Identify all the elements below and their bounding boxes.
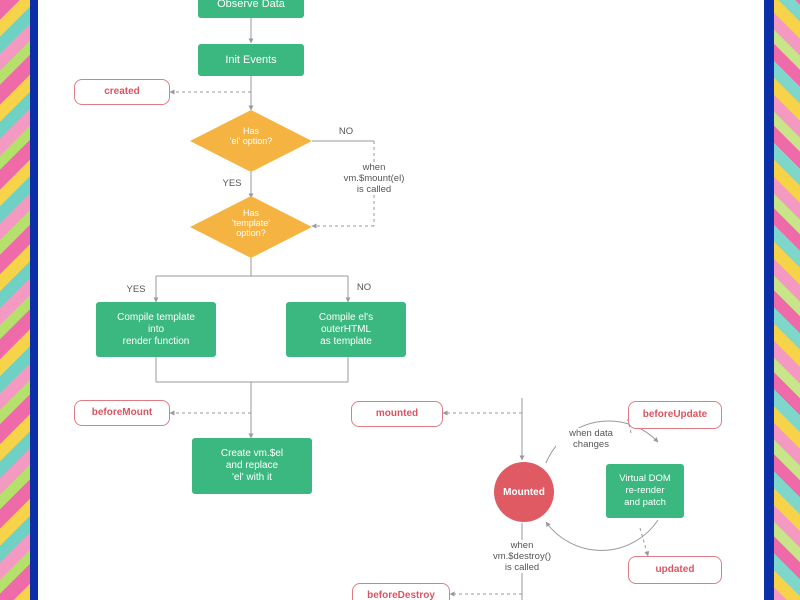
before-update-hook: beforeUpdate bbox=[628, 401, 722, 429]
before-destroy-hook: beforeDestroy bbox=[352, 583, 450, 600]
when-mount-label: when vm.$mount(el) is called bbox=[332, 162, 416, 195]
created-hook: created bbox=[74, 79, 170, 105]
before-mount-hook: beforeMount bbox=[74, 400, 170, 426]
no-label-1: NO bbox=[338, 126, 354, 137]
right-decorative-border bbox=[770, 0, 800, 600]
when-destroy-label: when vm.$destroy() is called bbox=[480, 540, 564, 573]
mounted-hook: mounted bbox=[351, 401, 443, 427]
create-el-box: Create vm.$el and replace 'el' with it bbox=[192, 438, 312, 494]
blue-frame: Observe Data Init Events created Has 'el… bbox=[30, 0, 774, 600]
virtual-dom-box: Virtual DOM re-render and patch bbox=[606, 464, 684, 518]
left-decorative-border bbox=[0, 0, 30, 600]
observe-data-box: Observe Data bbox=[198, 0, 304, 18]
has-template-decision: Has 'template' option? bbox=[232, 208, 270, 238]
has-el-decision: Has 'el' option? bbox=[229, 126, 273, 146]
yes-label-1: YES bbox=[222, 178, 242, 189]
compile-template-box: Compile template into render function bbox=[96, 302, 216, 357]
updated-hook: updated bbox=[628, 556, 722, 584]
diagram-canvas: Observe Data Init Events created Has 'el… bbox=[38, 0, 764, 600]
init-events-box: Init Events bbox=[198, 44, 304, 76]
decision-diamonds bbox=[190, 110, 312, 258]
mounted-state-circle: Mounted bbox=[494, 462, 554, 522]
yes-label-2: YES bbox=[126, 284, 146, 295]
when-data-changes-label: when data changes bbox=[556, 428, 626, 450]
compile-el-box: Compile el's outerHTML as template bbox=[286, 302, 406, 357]
no-label-2: NO bbox=[356, 282, 372, 293]
